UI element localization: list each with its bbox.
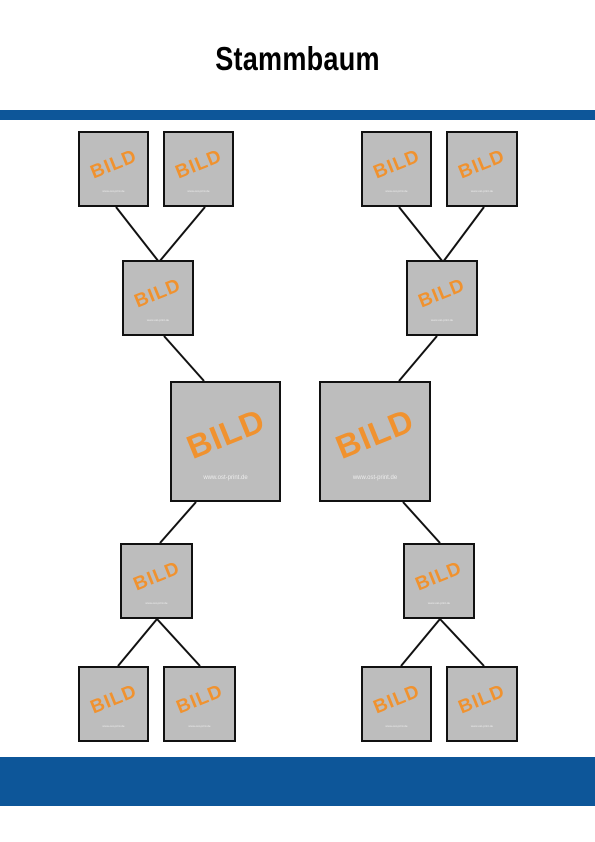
placeholder-word: BILD bbox=[172, 680, 226, 718]
placeholder-word: BILD bbox=[330, 401, 420, 467]
top-band bbox=[0, 110, 595, 120]
photo-left-grandparent-bottom-2: BILD www.ost-print.de bbox=[163, 666, 236, 742]
placeholder-url: www.ost-print.de bbox=[146, 318, 170, 323]
photo-right-parent-bottom: BILD www.ost-print.de bbox=[403, 543, 475, 619]
connector-line bbox=[442, 206, 485, 263]
photo-left-parent-bottom: BILD www.ost-print.de bbox=[120, 543, 193, 619]
connector-line bbox=[159, 501, 197, 544]
placeholder-word: BILD bbox=[369, 145, 423, 183]
placeholder-url: www.ost-print.de bbox=[352, 475, 398, 482]
connector-line bbox=[163, 335, 205, 382]
placeholder-url: www.ost-print.de bbox=[102, 189, 125, 194]
placeholder-word: BILD bbox=[455, 145, 509, 183]
placeholder-word: BILD bbox=[86, 145, 140, 183]
placeholder-word: BILD bbox=[412, 557, 466, 595]
connector-line bbox=[158, 206, 206, 263]
placeholder-url: www.ost-print.de bbox=[102, 724, 125, 729]
photo-right-grandparent-top-2: BILD www.ost-print.de bbox=[446, 131, 518, 207]
photo-left-grandparent-top-2: BILD www.ost-print.de bbox=[163, 131, 234, 207]
photo-left-main: BILD www.ost-print.de bbox=[170, 381, 281, 502]
connector-line bbox=[439, 618, 485, 667]
connector-line bbox=[115, 206, 160, 263]
page-title: Stammbaum bbox=[215, 40, 380, 77]
photo-right-grandparent-top-1: BILD www.ost-print.de bbox=[361, 131, 432, 207]
placeholder-word: BILD bbox=[86, 680, 140, 718]
placeholder-url: www.ost-print.de bbox=[385, 724, 408, 729]
connector-line bbox=[400, 618, 441, 667]
photo-left-parent-top: BILD www.ost-print.de bbox=[122, 260, 194, 336]
connector-line bbox=[402, 501, 441, 544]
bottom-band bbox=[0, 757, 595, 806]
placeholder-url: www.ost-print.de bbox=[145, 601, 168, 606]
placeholder-word: BILD bbox=[129, 557, 183, 595]
placeholder-url: www.ost-print.de bbox=[427, 601, 451, 606]
photo-left-grandparent-bottom-1: BILD www.ost-print.de bbox=[78, 666, 149, 742]
placeholder-url: www.ost-print.de bbox=[385, 189, 408, 194]
placeholder-url: www.ost-print.de bbox=[187, 189, 210, 194]
placeholder-word: BILD bbox=[180, 401, 270, 467]
placeholder-url: www.ost-print.de bbox=[470, 189, 494, 194]
placeholder-word: BILD bbox=[171, 145, 225, 183]
photo-right-grandparent-bottom-2: BILD www.ost-print.de bbox=[446, 666, 518, 742]
connector-line bbox=[117, 618, 158, 667]
photo-right-grandparent-bottom-1: BILD www.ost-print.de bbox=[361, 666, 432, 742]
placeholder-word: BILD bbox=[415, 274, 469, 312]
photo-right-main: BILD www.ost-print.de bbox=[319, 381, 431, 502]
placeholder-word: BILD bbox=[131, 274, 185, 312]
connector-line bbox=[398, 206, 444, 263]
photo-left-grandparent-top-1: BILD www.ost-print.de bbox=[78, 131, 149, 207]
placeholder-url: www.ost-print.de bbox=[188, 724, 211, 729]
connector-line bbox=[398, 335, 438, 382]
placeholder-url: www.ost-print.de bbox=[470, 724, 494, 729]
placeholder-word: BILD bbox=[369, 680, 423, 718]
placeholder-url: www.ost-print.de bbox=[430, 318, 454, 323]
photo-right-parent-top: BILD www.ost-print.de bbox=[406, 260, 478, 336]
placeholder-word: BILD bbox=[455, 680, 509, 718]
connector-line bbox=[156, 618, 201, 667]
placeholder-url: www.ost-print.de bbox=[203, 475, 248, 482]
